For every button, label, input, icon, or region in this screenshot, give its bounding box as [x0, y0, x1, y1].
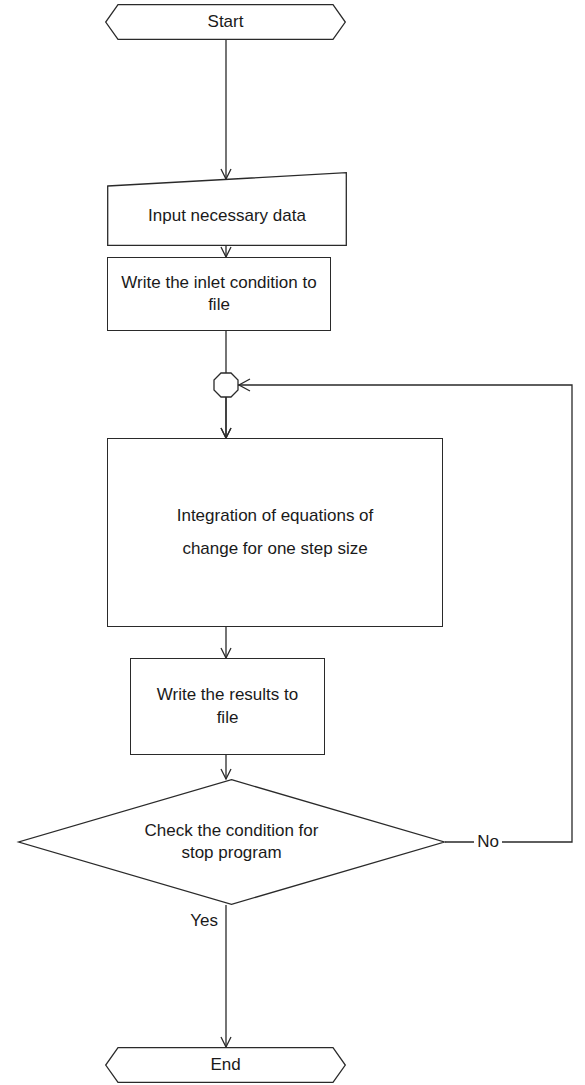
node-text: Write the results to file: [148, 684, 308, 728]
junction-connector: [214, 373, 238, 397]
process-box: Write the results to file: [130, 658, 325, 755]
edge-label: Yes: [187, 911, 221, 931]
input-parallelogram: Input necessary data: [107, 172, 347, 246]
flow-arrow: [225, 755, 226, 779]
flow-arrow: [225, 905, 226, 1047]
node-text: Check the condition for stop program: [127, 820, 337, 864]
node-text: End: [210, 1054, 240, 1076]
junction-arrowhead: [239, 379, 250, 391]
node-text: Integration of equations of change for o…: [155, 500, 395, 565]
process-box: Integration of equations of change for o…: [107, 438, 443, 627]
flow-arrow: [225, 40, 226, 179]
node-text: Start: [208, 11, 244, 33]
process-box: Write the inlet condition to file: [107, 257, 331, 331]
flow-arrow: [225, 627, 226, 658]
node-text: Write the inlet condition to file: [119, 272, 319, 316]
decision-diamond-outline: [18, 779, 445, 905]
flow-arrow: [225, 246, 226, 257]
decision-diamond: Check the condition for stop program: [18, 779, 445, 905]
start-terminal: Start: [105, 4, 346, 40]
node-text: Input necessary data: [148, 205, 306, 227]
end-terminal: End: [105, 1047, 346, 1083]
edge-label: No: [474, 832, 502, 852]
